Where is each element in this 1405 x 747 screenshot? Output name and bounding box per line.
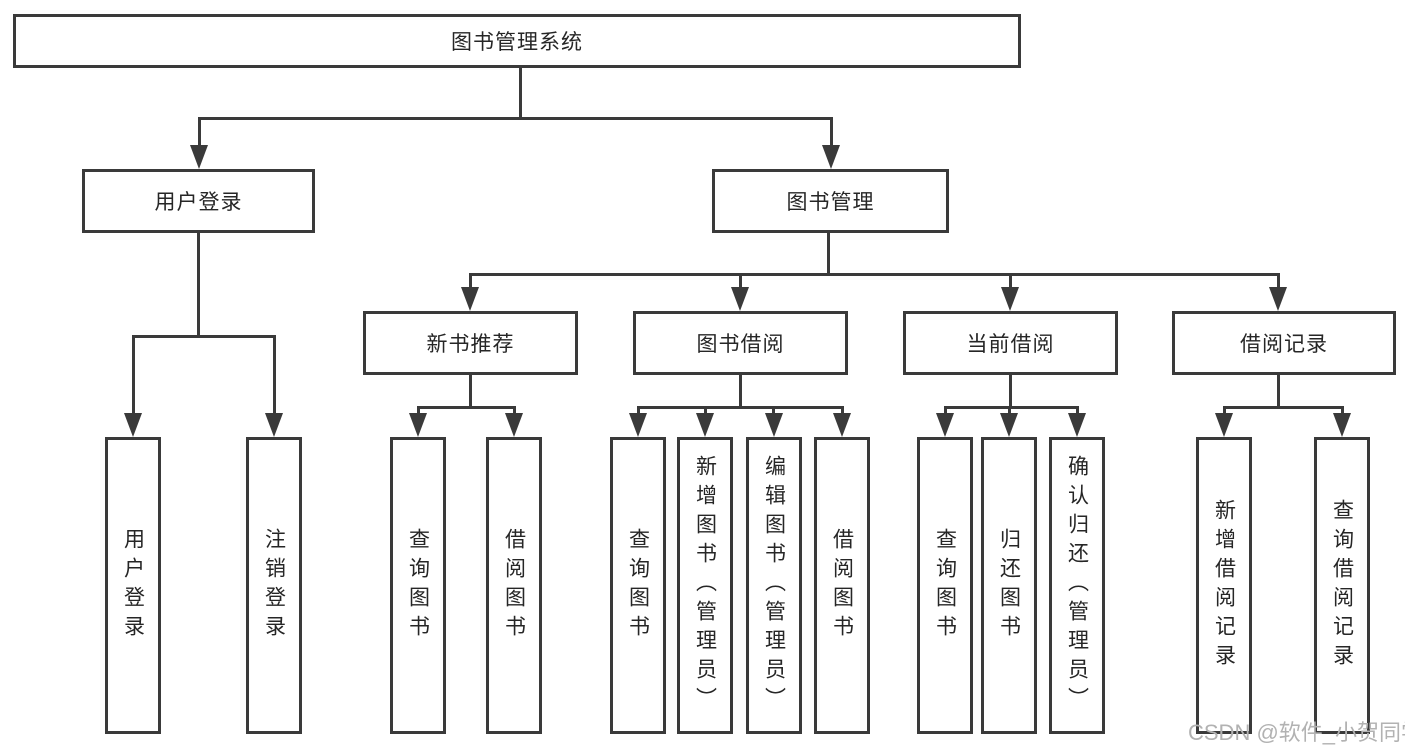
node-label: 图书借阅 — [696, 333, 785, 356]
connector-line — [772, 406, 775, 417]
leaf-add-book-admin: 新增图书（管理员） — [677, 437, 733, 734]
node-current-borrowing: 当前借阅 — [903, 311, 1118, 375]
leaf-label: 查询图书 — [406, 527, 430, 644]
connector-line — [417, 406, 420, 417]
node-new-book-recommendation: 新书推荐 — [363, 311, 578, 375]
connector-line — [1008, 406, 1011, 417]
connector-line — [519, 67, 522, 120]
leaf-return-book: 归还图书 — [981, 437, 1037, 734]
connector-line — [469, 273, 1280, 276]
arrowhead-down-icon — [1269, 287, 1287, 311]
arrowhead-down-icon — [765, 413, 783, 437]
leaf-label: 确认归还（管理员） — [1065, 455, 1089, 716]
arrowhead-down-icon — [461, 287, 479, 311]
arrowhead-down-icon — [409, 413, 427, 437]
leaf-label: 编辑图书（管理员） — [762, 455, 786, 716]
arrowhead-down-icon — [1333, 413, 1351, 437]
leaf-label: 注销登录 — [262, 527, 286, 644]
arrowhead-down-icon — [629, 413, 647, 437]
connector-line — [1341, 406, 1344, 417]
connector-line — [132, 335, 135, 417]
connector-line — [739, 374, 742, 409]
connector-line — [1009, 374, 1012, 409]
arrowhead-down-icon — [190, 145, 208, 169]
leaf-confirm-return-admin: 确认归还（管理员） — [1049, 437, 1105, 734]
connector-line — [198, 117, 201, 150]
connector-line — [830, 117, 833, 150]
connector-line — [637, 406, 640, 417]
arrowhead-down-icon — [1068, 413, 1086, 437]
leaf-user-login: 用户登录 — [105, 437, 161, 734]
node-user-login: 用户登录 — [82, 169, 315, 233]
connector-line — [1223, 406, 1344, 409]
node-library-management-system: 图书管理系统 — [13, 14, 1021, 68]
leaf-label: 新增借阅记录 — [1212, 498, 1236, 673]
leaf-query-books-borrowing: 查询图书 — [610, 437, 666, 734]
connector-line — [273, 335, 276, 417]
arrowhead-down-icon — [696, 413, 714, 437]
connector-line — [1277, 374, 1280, 409]
connector-line — [1076, 406, 1079, 417]
connector-line — [197, 232, 200, 338]
connector-line — [469, 273, 472, 290]
leaf-query-borrow-record: 查询借阅记录 — [1314, 437, 1370, 734]
connector-line — [513, 406, 516, 417]
node-label: 图书管理系统 — [451, 31, 583, 54]
connector-line — [1277, 273, 1280, 290]
leaf-logout: 注销登录 — [246, 437, 302, 734]
leaf-query-books-current: 查询图书 — [917, 437, 973, 734]
leaf-label: 用户登录 — [121, 527, 145, 644]
connector-line — [417, 406, 516, 409]
node-book-borrowing: 图书借阅 — [633, 311, 848, 375]
csdn-watermark: CSDN @软件_小贺同学 — [1188, 720, 1405, 745]
leaf-label: 查询借阅记录 — [1330, 498, 1354, 673]
connector-line — [944, 406, 947, 417]
leaf-add-borrow-record: 新增借阅记录 — [1196, 437, 1252, 734]
arrowhead-down-icon — [833, 413, 851, 437]
connector-line — [469, 374, 472, 409]
node-label: 借阅记录 — [1240, 333, 1328, 356]
arrowhead-down-icon — [822, 145, 840, 169]
connector-line — [1009, 273, 1012, 290]
arrowhead-down-icon — [1215, 413, 1233, 437]
leaf-label: 查询图书 — [626, 527, 650, 644]
node-label: 用户登录 — [154, 191, 243, 214]
arrowhead-down-icon — [936, 413, 954, 437]
node-label: 新书推荐 — [426, 333, 515, 356]
connector-line — [198, 117, 832, 120]
arrowhead-down-icon — [124, 413, 142, 437]
arrowhead-down-icon — [265, 413, 283, 437]
leaf-label: 借阅图书 — [830, 527, 854, 644]
connector-line — [132, 335, 276, 338]
leaf-label: 查询图书 — [933, 527, 957, 644]
leaf-edit-book-admin: 编辑图书（管理员） — [746, 437, 802, 734]
node-label: 当前借阅 — [966, 333, 1055, 356]
node-book-management: 图书管理 — [712, 169, 949, 233]
arrowhead-down-icon — [731, 287, 749, 311]
arrowhead-down-icon — [505, 413, 523, 437]
leaf-borrow-books: 借阅图书 — [814, 437, 870, 734]
leaf-label: 新增图书（管理员） — [693, 455, 717, 716]
leaf-label: 归还图书 — [997, 527, 1021, 644]
arrowhead-down-icon — [1001, 287, 1019, 311]
leaf-query-books-recommend: 查询图书 — [390, 437, 446, 734]
connector-line — [841, 406, 844, 417]
connector-line — [637, 406, 844, 409]
connector-line — [739, 273, 742, 290]
arrowhead-down-icon — [1000, 413, 1018, 437]
node-borrowing-records: 借阅记录 — [1172, 311, 1396, 375]
node-label: 图书管理 — [786, 191, 875, 214]
connector-line — [704, 406, 707, 417]
leaf-borrow-books-recommend: 借阅图书 — [486, 437, 542, 734]
connector-line — [827, 232, 830, 276]
leaf-label: 借阅图书 — [502, 527, 526, 644]
connector-line — [944, 406, 1079, 409]
connector-line — [1223, 406, 1226, 417]
